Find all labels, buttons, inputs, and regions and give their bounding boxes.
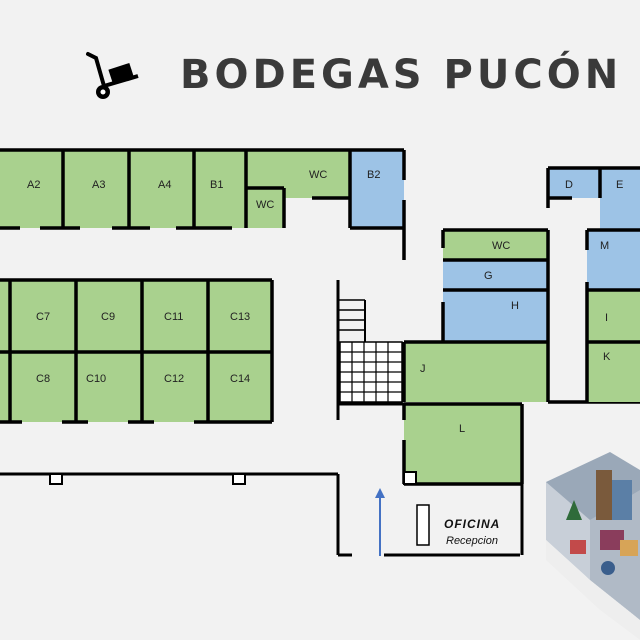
office-label: OFICINA: [444, 517, 501, 531]
row-c-walls: [0, 278, 274, 424]
unit-m[interactable]: [587, 230, 640, 290]
mid-units: [404, 230, 548, 484]
unit-d[interactable]: [548, 168, 600, 198]
storage-room-illustration: [546, 452, 640, 640]
unit-l[interactable]: [404, 404, 522, 484]
row-a-walls: [0, 148, 406, 260]
unit-k[interactable]: [587, 342, 640, 402]
label-c11: C11: [164, 311, 183, 323]
mid-walls: [402, 228, 640, 486]
label-i: I: [605, 312, 608, 324]
unit-b1[interactable]: [194, 150, 246, 228]
unit-c13[interactable]: [208, 280, 272, 352]
label-c12: C12: [164, 373, 184, 385]
label-a2: A2: [27, 179, 40, 191]
unit-e[interactable]: [600, 168, 640, 230]
label-c13: C13: [230, 311, 250, 323]
stairs: [336, 280, 404, 420]
office-door: [416, 504, 430, 546]
label-wc1: WC: [309, 169, 327, 181]
unit-labels: A2 A3 A4 B1 WC WC B2 C7 C9 C11 C13 C8 C1…: [27, 169, 623, 435]
unit-c8[interactable]: [10, 352, 76, 422]
label-k: K: [603, 351, 611, 363]
unit-h[interactable]: [443, 290, 548, 342]
unit-wc2[interactable]: [246, 188, 284, 228]
label-b2: B2: [367, 169, 380, 181]
office-sublabel: Recepcion: [446, 535, 498, 547]
row-a-units: [0, 150, 404, 228]
row-c-units: [0, 280, 272, 422]
label-c10: C10: [86, 373, 106, 385]
unit-j[interactable]: [404, 342, 548, 402]
label-m: M: [600, 240, 609, 252]
right-walls: [546, 166, 640, 402]
label-h: H: [511, 300, 519, 312]
label-wc3: WC: [492, 240, 510, 252]
entrance-arrow-icon: [375, 488, 385, 556]
unit-a2[interactable]: [0, 150, 63, 228]
right-units: [548, 168, 640, 402]
unit-c9[interactable]: [76, 280, 142, 352]
label-a4: A4: [158, 179, 171, 191]
page-title: BODEGAS PUCÓN: [180, 52, 623, 98]
unit-i[interactable]: [587, 290, 640, 342]
label-b1: B1: [210, 179, 223, 191]
unit-c11[interactable]: [142, 280, 208, 352]
label-c7: C7: [36, 311, 50, 323]
label-d: D: [565, 179, 573, 191]
hand-truck-icon: [86, 52, 139, 99]
label-l: L: [459, 423, 465, 435]
unit-wc3[interactable]: [443, 230, 548, 260]
label-c14: C14: [230, 373, 250, 385]
unit-c14[interactable]: [208, 352, 272, 422]
unit-c10[interactable]: [76, 352, 142, 422]
label-c8: C8: [36, 373, 50, 385]
unit-b2[interactable]: [350, 150, 404, 228]
label-g: G: [484, 270, 493, 282]
label-a3: A3: [92, 179, 105, 191]
label-wc2: WC: [256, 199, 274, 211]
label-e: E: [616, 179, 623, 191]
unit-c7[interactable]: [10, 280, 76, 352]
unit-c12[interactable]: [142, 352, 208, 422]
unit-g[interactable]: [443, 260, 548, 290]
bottom-wall: [0, 472, 520, 557]
label-j: J: [420, 363, 426, 375]
label-c9: C9: [101, 311, 115, 323]
unit-a4[interactable]: [129, 150, 194, 228]
unit-a3[interactable]: [63, 150, 129, 228]
